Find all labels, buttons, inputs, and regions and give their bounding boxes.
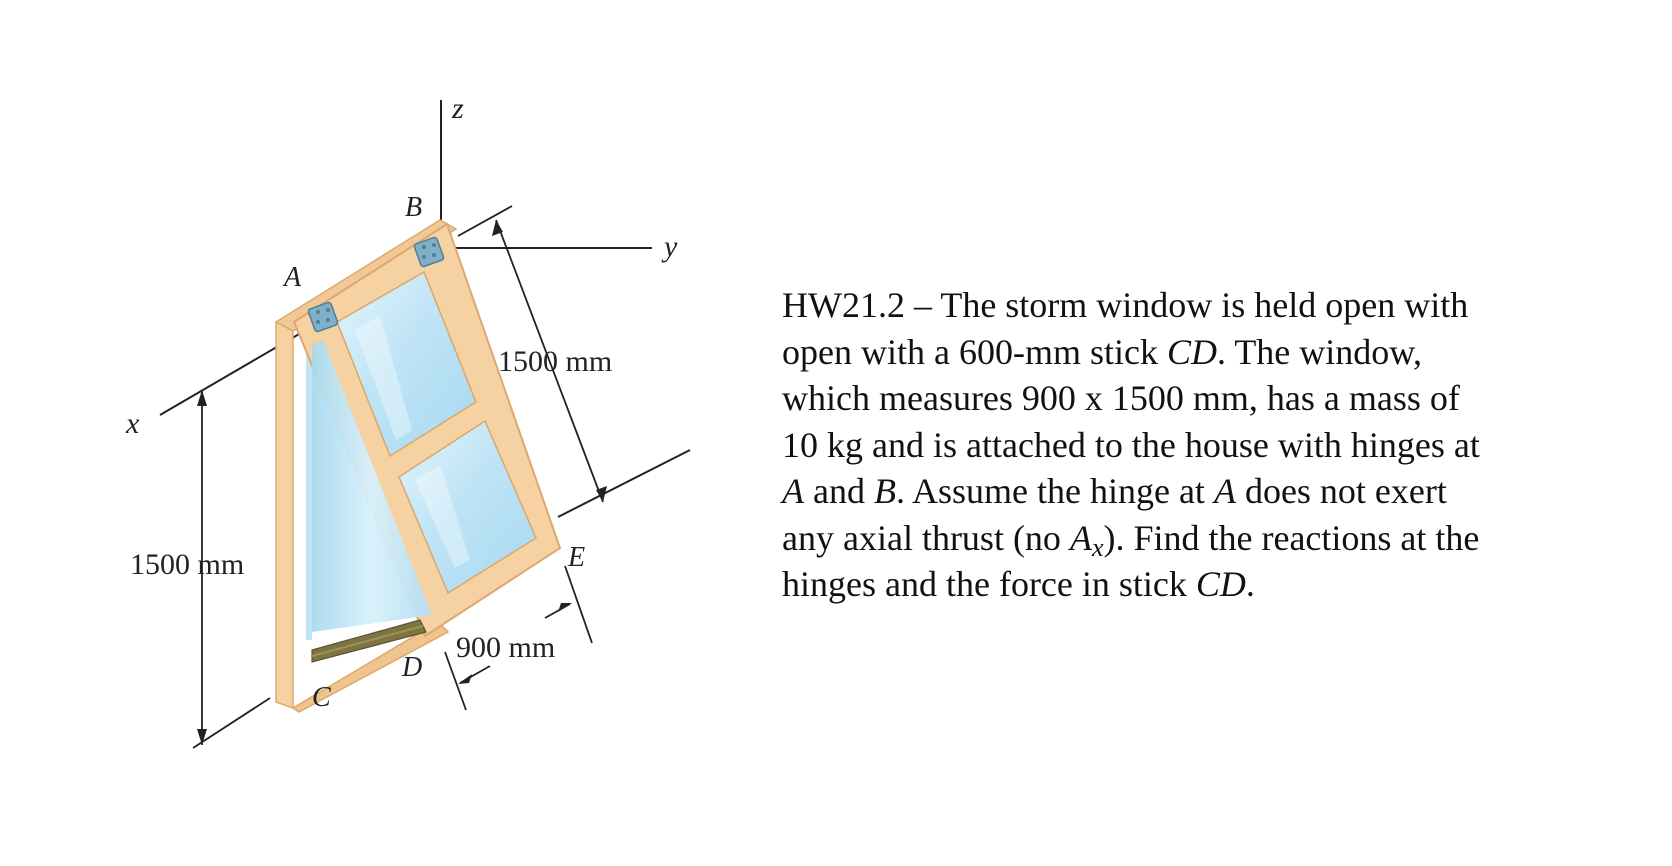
point-label-b: B [405,192,422,223]
point-label-c: C [312,682,331,713]
point-label-e: E [567,542,585,573]
dimension-label-vertical-height: 1500 mm [130,548,244,581]
dimension-label-window-length: 1500 mm [498,345,612,378]
window-sash [292,222,562,638]
problem-line: HW21.2 – The storm window is held open w… [782,285,1469,325]
upper-pane [336,270,477,458]
dimension-label-window-width: 900 mm [456,631,555,664]
point-label-a: A [282,262,302,293]
problem-line: hinges and the force in stick CD. [782,564,1255,604]
point-label-d: D [401,652,422,683]
dimensions [192,205,607,749]
problem-line: A and B. Assume the hinge at A does not … [782,471,1447,511]
problem-line: which measures 900 x 1500 mm, has a mass… [782,378,1460,418]
hinge-a-icon [307,301,339,333]
storm-window-figure: z y x A B C D E 1500 mm 1500 mm 900 mm [125,92,691,749]
house-edge-line [557,449,691,518]
back-glass [312,340,432,632]
z-axis-label: z [451,92,464,125]
hinge-b-icon [413,236,445,268]
problem-line: 10 kg and is attached to the house with … [782,424,1480,465]
x-axis-label: x [125,407,140,440]
problem-statement: HW21.2 – The storm window is held open w… [782,282,1642,608]
problem-line: open with a 600-mm stick CD. The window, [782,331,1422,372]
stick-cd [311,619,427,663]
y-axis-label: y [661,230,678,263]
problem-line: any axial thrust (no Ax). Find the react… [782,517,1480,562]
lower-pane [398,419,537,595]
